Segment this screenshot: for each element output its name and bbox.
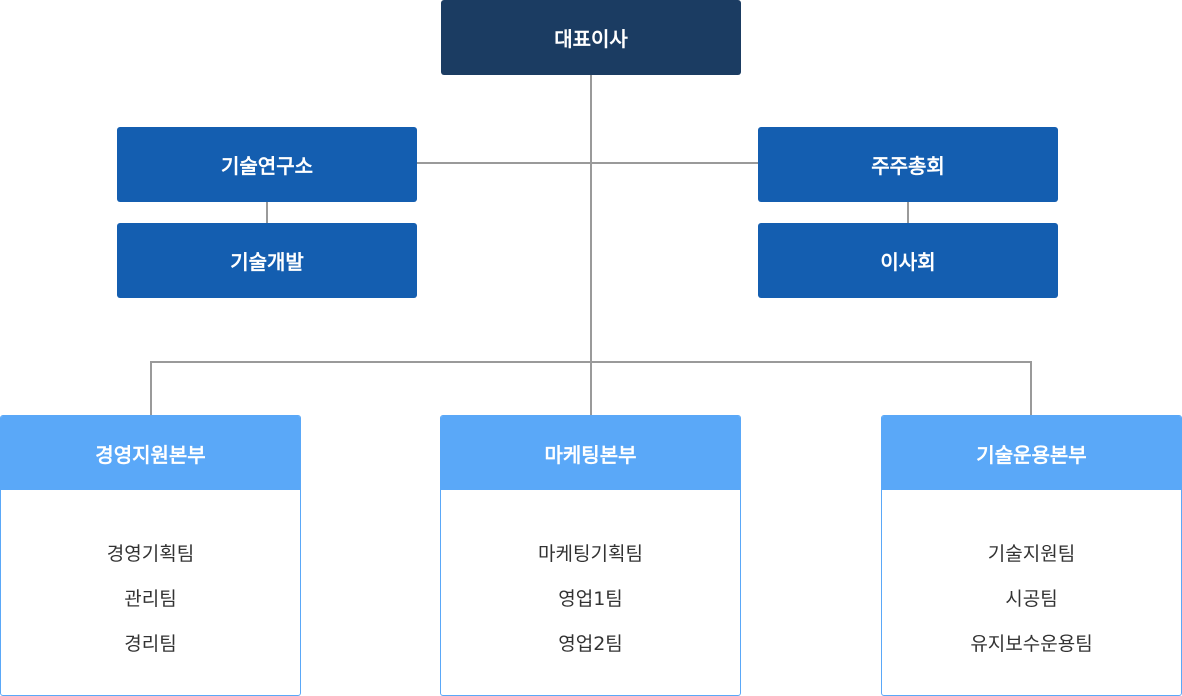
board-of-directors-box: 이사회 xyxy=(758,223,1058,298)
research-lab-box: 기술연구소 xyxy=(117,127,417,202)
department-header: 기술운용본부 xyxy=(882,416,1181,490)
department-title: 마케팅본부 xyxy=(544,442,637,467)
team-item: 영업1팀 xyxy=(558,588,623,610)
team-item: 관리팀 xyxy=(124,588,177,610)
department-card-management-support: 경영지원본부 경영기획팀 관리팀 경리팀 xyxy=(0,415,301,696)
department-card-marketing: 마케팅본부 마케팅기획팀 영업1팀 영업2팀 xyxy=(440,415,741,696)
department-card-tech-operations: 기술운용본부 기술지원팀 시공팀 유지보수운용팀 xyxy=(881,415,1182,696)
team-item: 시공팀 xyxy=(1005,588,1058,610)
tech-development-label: 기술개발 xyxy=(230,250,304,274)
connector-ceo-vertical xyxy=(590,75,592,415)
shareholders-meeting-label: 주주총회 xyxy=(871,154,945,178)
team-item: 영업2팀 xyxy=(558,633,623,655)
connector-left-branch xyxy=(266,202,268,223)
team-item: 유지보수운용팀 xyxy=(970,633,1093,655)
ceo-box: 대표이사 xyxy=(441,0,741,75)
team-list: 기술지원팀 시공팀 유지보수운용팀 xyxy=(882,490,1181,667)
board-of-directors-label: 이사회 xyxy=(880,250,936,274)
team-item: 기술지원팀 xyxy=(987,543,1076,565)
connector-departments-horizontal xyxy=(150,361,1032,363)
department-title: 경영지원본부 xyxy=(95,442,206,467)
team-item: 마케팅기획팀 xyxy=(538,543,643,565)
ceo-label: 대표이사 xyxy=(554,27,628,51)
team-list: 마케팅기획팀 영업1팀 영업2팀 xyxy=(441,490,740,667)
team-list: 경영기획팀 관리팀 경리팀 xyxy=(1,490,300,667)
connector-middle-horizontal xyxy=(417,162,758,164)
connector-right-branch xyxy=(907,202,909,223)
connector-department-1 xyxy=(150,361,152,415)
connector-department-3 xyxy=(1030,361,1032,415)
department-header: 경영지원본부 xyxy=(1,416,300,490)
team-item: 경영기획팀 xyxy=(106,543,195,565)
shareholders-meeting-box: 주주총회 xyxy=(758,127,1058,202)
department-title: 기술운용본부 xyxy=(976,442,1087,467)
research-lab-label: 기술연구소 xyxy=(221,154,313,178)
team-item: 경리팀 xyxy=(124,633,177,655)
tech-development-box: 기술개발 xyxy=(117,223,417,298)
department-header: 마케팅본부 xyxy=(441,416,740,490)
